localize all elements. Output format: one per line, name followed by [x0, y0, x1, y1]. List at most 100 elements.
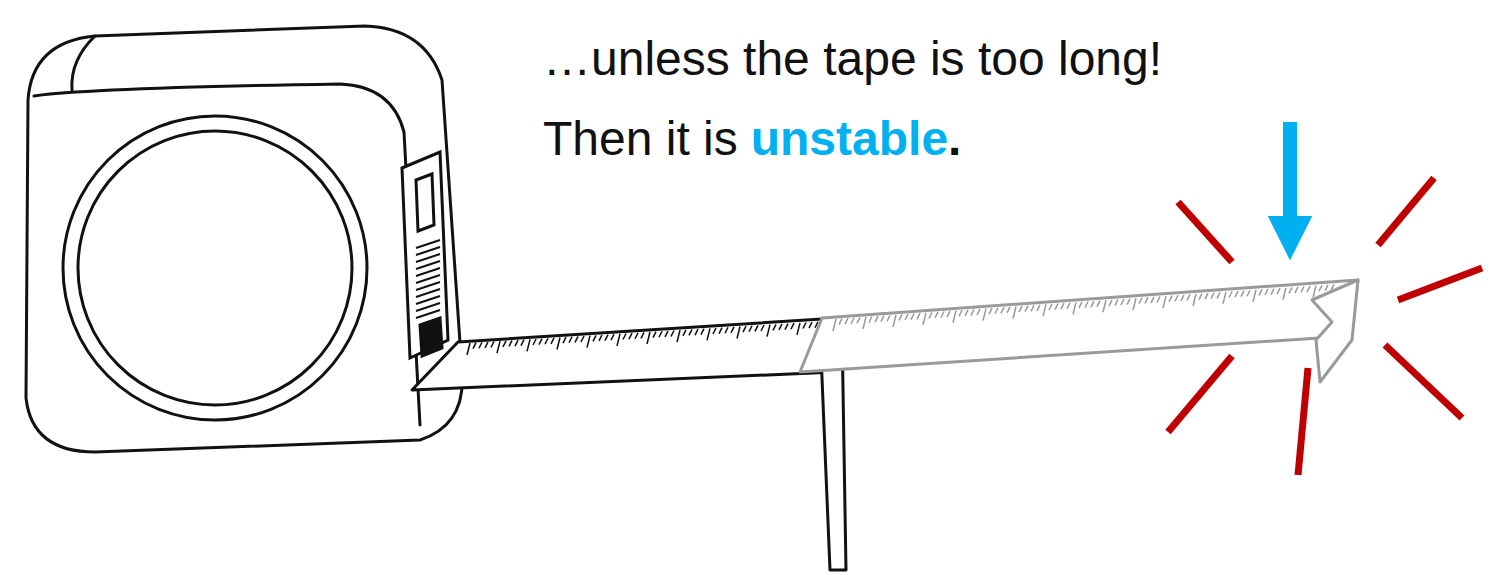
tick-mark	[983, 309, 986, 321]
tick-mark	[1031, 305, 1034, 311]
tick-mark	[1055, 304, 1058, 310]
tick-mark	[1115, 299, 1118, 305]
tick-mark	[1139, 298, 1142, 304]
tick-mark	[695, 329, 698, 335]
tick-mark	[1127, 299, 1130, 305]
tick-mark	[527, 339, 530, 351]
tick-mark	[509, 340, 512, 346]
tick-mark	[629, 333, 632, 339]
tick-mark	[1091, 301, 1094, 307]
tick-mark	[611, 334, 614, 340]
tick-mark	[497, 341, 500, 353]
tick-mark	[725, 327, 728, 333]
grip-rib	[416, 254, 440, 262]
tick-mark	[1325, 285, 1328, 291]
tick-mark	[557, 338, 560, 350]
tick-mark	[803, 322, 806, 328]
tick-mark	[677, 330, 680, 342]
tick-mark	[1085, 302, 1088, 308]
tick-mark	[1121, 299, 1124, 305]
tick-mark	[1175, 295, 1178, 301]
caption-line: …unless the tape is too long!	[543, 30, 1162, 88]
tape-blade	[412, 318, 846, 570]
grip-rib	[416, 240, 440, 248]
tick-mark	[605, 335, 608, 341]
ghost-tape-extension	[800, 280, 1358, 382]
tick-mark	[1157, 297, 1160, 303]
tick-mark	[719, 328, 722, 334]
tick-mark	[533, 339, 536, 345]
tick-mark	[1247, 290, 1250, 296]
tick-mark	[995, 308, 998, 314]
tick-mark	[989, 308, 992, 314]
tick-mark	[923, 313, 926, 325]
tick-mark	[797, 323, 800, 335]
tick-mark	[1229, 292, 1232, 298]
tick-mark	[1013, 307, 1016, 319]
tick-mark	[737, 327, 740, 339]
tick-mark	[1313, 286, 1316, 298]
grip-rib	[416, 247, 440, 255]
tick-mark	[1283, 288, 1286, 300]
tick-mark	[617, 334, 620, 346]
tick-mark	[1211, 293, 1214, 299]
tick-mark	[575, 336, 578, 342]
tick-mark	[845, 318, 848, 324]
tick-mark	[947, 311, 950, 317]
tick-mark	[1097, 301, 1100, 307]
tick-mark	[1079, 302, 1082, 308]
tick-mark	[857, 317, 860, 323]
tick-mark	[965, 310, 968, 316]
grip-rib	[416, 282, 440, 290]
tick-mark	[809, 322, 812, 328]
tick-mark	[1235, 291, 1238, 297]
tick-mark	[1289, 287, 1292, 293]
tick-mark	[875, 316, 878, 322]
tick-mark	[743, 326, 746, 332]
tick-mark	[1001, 307, 1004, 313]
tick-mark	[563, 337, 566, 343]
tick-mark	[1145, 297, 1148, 303]
tick-mark	[647, 332, 650, 344]
tick-mark	[515, 340, 518, 346]
tick-mark	[689, 329, 692, 335]
tick-mark	[1061, 303, 1064, 309]
tick-mark	[1073, 302, 1076, 314]
tick-mark	[887, 315, 890, 321]
tick-mark	[749, 326, 752, 332]
tick-mark	[593, 335, 596, 341]
tick-mark	[851, 318, 854, 324]
tick-mark	[1019, 306, 1022, 312]
tick-mark	[545, 338, 548, 344]
tick-mark	[701, 329, 704, 335]
tick-mark	[839, 319, 842, 325]
tick-mark	[641, 332, 644, 338]
caption-text: …unless the tape is too long!	[543, 30, 1162, 88]
grip-rib	[416, 261, 440, 269]
tick-mark	[1163, 296, 1166, 308]
tick-mark	[1301, 287, 1304, 293]
tick-mark	[911, 314, 914, 320]
tick-mark	[1181, 295, 1184, 301]
tick-mark	[863, 317, 866, 329]
tick-mark	[1049, 304, 1052, 310]
tick-mark	[1307, 286, 1310, 292]
tick-mark	[1295, 287, 1298, 293]
tick-mark	[1331, 284, 1334, 290]
grip-rib	[416, 289, 440, 297]
tick-mark	[1103, 300, 1106, 312]
snap-burst	[1168, 178, 1482, 475]
tick-mark	[881, 316, 884, 322]
tick-mark	[761, 325, 764, 331]
tick-mark	[1109, 300, 1112, 306]
tick-mark	[941, 312, 944, 318]
tick-mark	[1025, 306, 1028, 312]
tick-mark	[665, 331, 668, 337]
tick-mark	[953, 311, 956, 323]
grip-rib	[416, 296, 440, 304]
tick-mark	[1007, 307, 1010, 313]
pointer-arrow	[1283, 122, 1297, 238]
tick-mark	[1265, 289, 1268, 295]
tick-mark	[1241, 291, 1244, 297]
